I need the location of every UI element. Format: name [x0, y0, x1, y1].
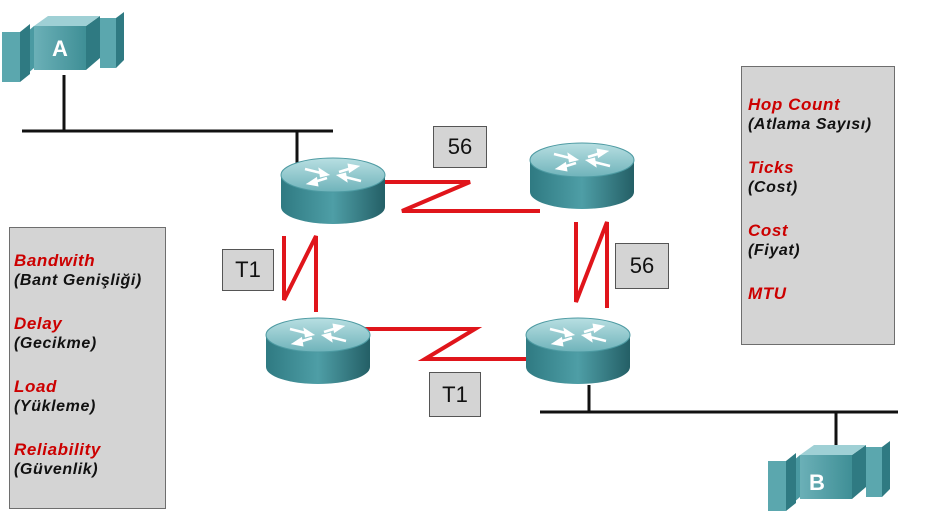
metric-mtu: MTU — [748, 283, 894, 304]
metrics-box-left: Bandwith (Bant Genişliği) Delay (Gecikme… — [9, 227, 166, 509]
metric-desc: (Güvenlik) — [14, 461, 99, 478]
metric-cost: Cost (Fiyat) — [748, 220, 894, 261]
metric-name: Load — [14, 377, 58, 396]
metric-desc: (Bant Genişliği) — [14, 272, 142, 289]
metric-name: MTU — [748, 284, 787, 303]
serial-link-right — [574, 221, 609, 308]
host-b-server — [768, 441, 890, 511]
metric-desc: (Fiyat) — [748, 242, 801, 259]
metric-desc: (Atlama Sayısı) — [748, 116, 872, 133]
metric-bandwith: Bandwith (Bant Genişliği) — [14, 250, 165, 291]
serial-link-left — [282, 235, 318, 312]
metric-load: Load (Yükleme) — [14, 376, 165, 417]
metric-name: Reliability — [14, 440, 101, 459]
metric-delay: Delay (Gecikme) — [14, 313, 165, 354]
metric-desc: (Gecikme) — [14, 335, 97, 352]
metric-name: Ticks — [748, 158, 795, 177]
metric-name: Delay — [14, 314, 63, 333]
router-bottom-right — [524, 316, 632, 386]
link-label-bottom: T1 — [429, 372, 481, 417]
router-top-right — [528, 141, 636, 211]
metric-reliability: Reliability (Güvenlik) — [14, 439, 165, 480]
router-top-left — [279, 156, 387, 226]
metric-name: Hop Count — [748, 95, 841, 114]
router-bottom-left — [264, 316, 372, 386]
metric-desc: (Yükleme) — [14, 398, 96, 415]
metric-hop-count: Hop Count (Atlama Sayısı) — [748, 94, 894, 135]
metric-name: Cost — [748, 221, 789, 240]
serial-link-bottom — [355, 327, 530, 361]
metrics-box-right: Hop Count (Atlama Sayısı) Ticks (Cost) C… — [741, 66, 895, 345]
metric-name: Bandwith — [14, 251, 96, 270]
link-label-left: T1 — [222, 249, 274, 291]
link-label-right: 56 — [615, 243, 669, 289]
link-label-top: 56 — [433, 126, 487, 168]
metric-desc: (Cost) — [748, 179, 798, 196]
host-a-label: A — [52, 36, 68, 61]
metric-ticks: Ticks (Cost) — [748, 157, 894, 198]
serial-link-top — [378, 180, 540, 213]
host-b-label: B — [809, 470, 825, 495]
